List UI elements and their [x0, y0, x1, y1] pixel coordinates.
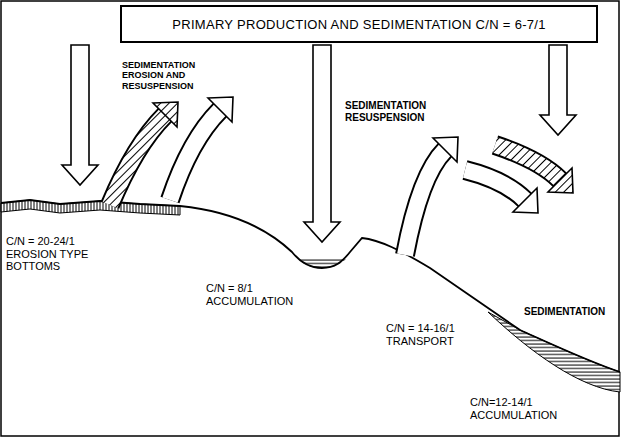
resuspension-arrow — [170, 97, 233, 200]
zone-label: C/N = 14-16/1 TRANSPORT — [386, 322, 481, 347]
zone-label: C/N = 8/1 ACCUMULATION — [206, 282, 301, 307]
zone-label: C/N=12-14/1 ACCUMULATION — [470, 396, 570, 421]
zone-label: C/N = 20-24/1 EROSION TYPE BOTTOMS — [6, 235, 101, 273]
resuspension-arrow — [405, 137, 458, 255]
node-text: PRIMARY PRODUCTION AND SEDIMENTATION C/N… — [172, 17, 546, 32]
down-arrow — [62, 45, 98, 185]
zone-label: SEDIMENTATION EROSION AND RESUSPENSION — [122, 60, 210, 91]
process-box: PRIMARY PRODUCTION AND SEDIMENTATION C/N… — [120, 5, 598, 43]
sedimentation-arrow — [465, 170, 538, 213]
down-arrow — [304, 45, 340, 242]
deep-sediment — [488, 312, 620, 392]
down-arrow — [540, 45, 576, 135]
zone-label: SEDIMENTATION — [524, 306, 616, 318]
zone-label: SEDIMENTATION RESUSPENSION — [345, 100, 445, 123]
